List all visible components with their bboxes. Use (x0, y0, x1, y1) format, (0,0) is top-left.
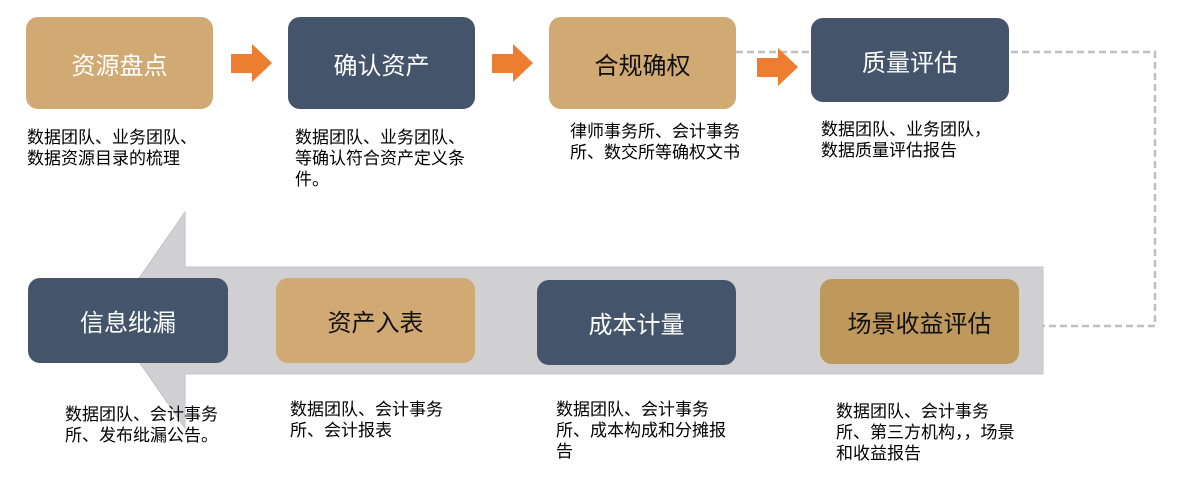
step-desc: 律师事务所、会计事务所、数交所等确权文书 (570, 122, 740, 163)
step-title: 信息纰漏 (80, 309, 176, 337)
step-desc: 数据团队、业务团队、等确认符合资产定义条件。 (295, 128, 465, 190)
step-recognition: 资产入表 (276, 278, 475, 363)
step-disclosure: 信息纰漏 (28, 278, 228, 363)
step-desc: 数据团队、会计事务所、成本构成和分摊报告 (556, 400, 726, 462)
step-desc: 数据团队、会计事务所、会计报表 (290, 400, 443, 441)
orange-arrow-2 (492, 44, 533, 82)
step-confirm-assets: 确认资产 (288, 17, 475, 109)
step-title: 资源盘点 (71, 51, 168, 80)
step-cost: 成本计量 (537, 280, 736, 365)
step-desc: 数据团队、业务团队，数据质量评估报告 (821, 120, 991, 161)
step-title: 资产入表 (327, 309, 424, 337)
step-title: 确认资产 (333, 51, 430, 80)
step-resource-inventory: 资源盘点 (26, 17, 213, 109)
step-title: 场景收益评估 (847, 310, 992, 338)
step-desc: 数据团队、会计事务所、发布纰漏公告。 (65, 405, 218, 446)
orange-arrow-1 (231, 44, 272, 82)
step-desc: 数据团队、业务团队、数据资源目录的梳理 (27, 128, 197, 169)
step-desc: 数据团队、会计事务所、第三方机构，，场景和收益报告 (836, 402, 1015, 464)
step-compliance: 合规确权 (549, 17, 736, 109)
step-title: 合规确权 (594, 51, 691, 80)
step-title: 质量评估 (862, 48, 958, 77)
step-scenario-value: 场景收益评估 (820, 279, 1019, 364)
orange-arrow-3 (757, 48, 798, 86)
step-title: 成本计量 (588, 311, 685, 339)
step-quality: 质量评估 (811, 18, 1009, 102)
